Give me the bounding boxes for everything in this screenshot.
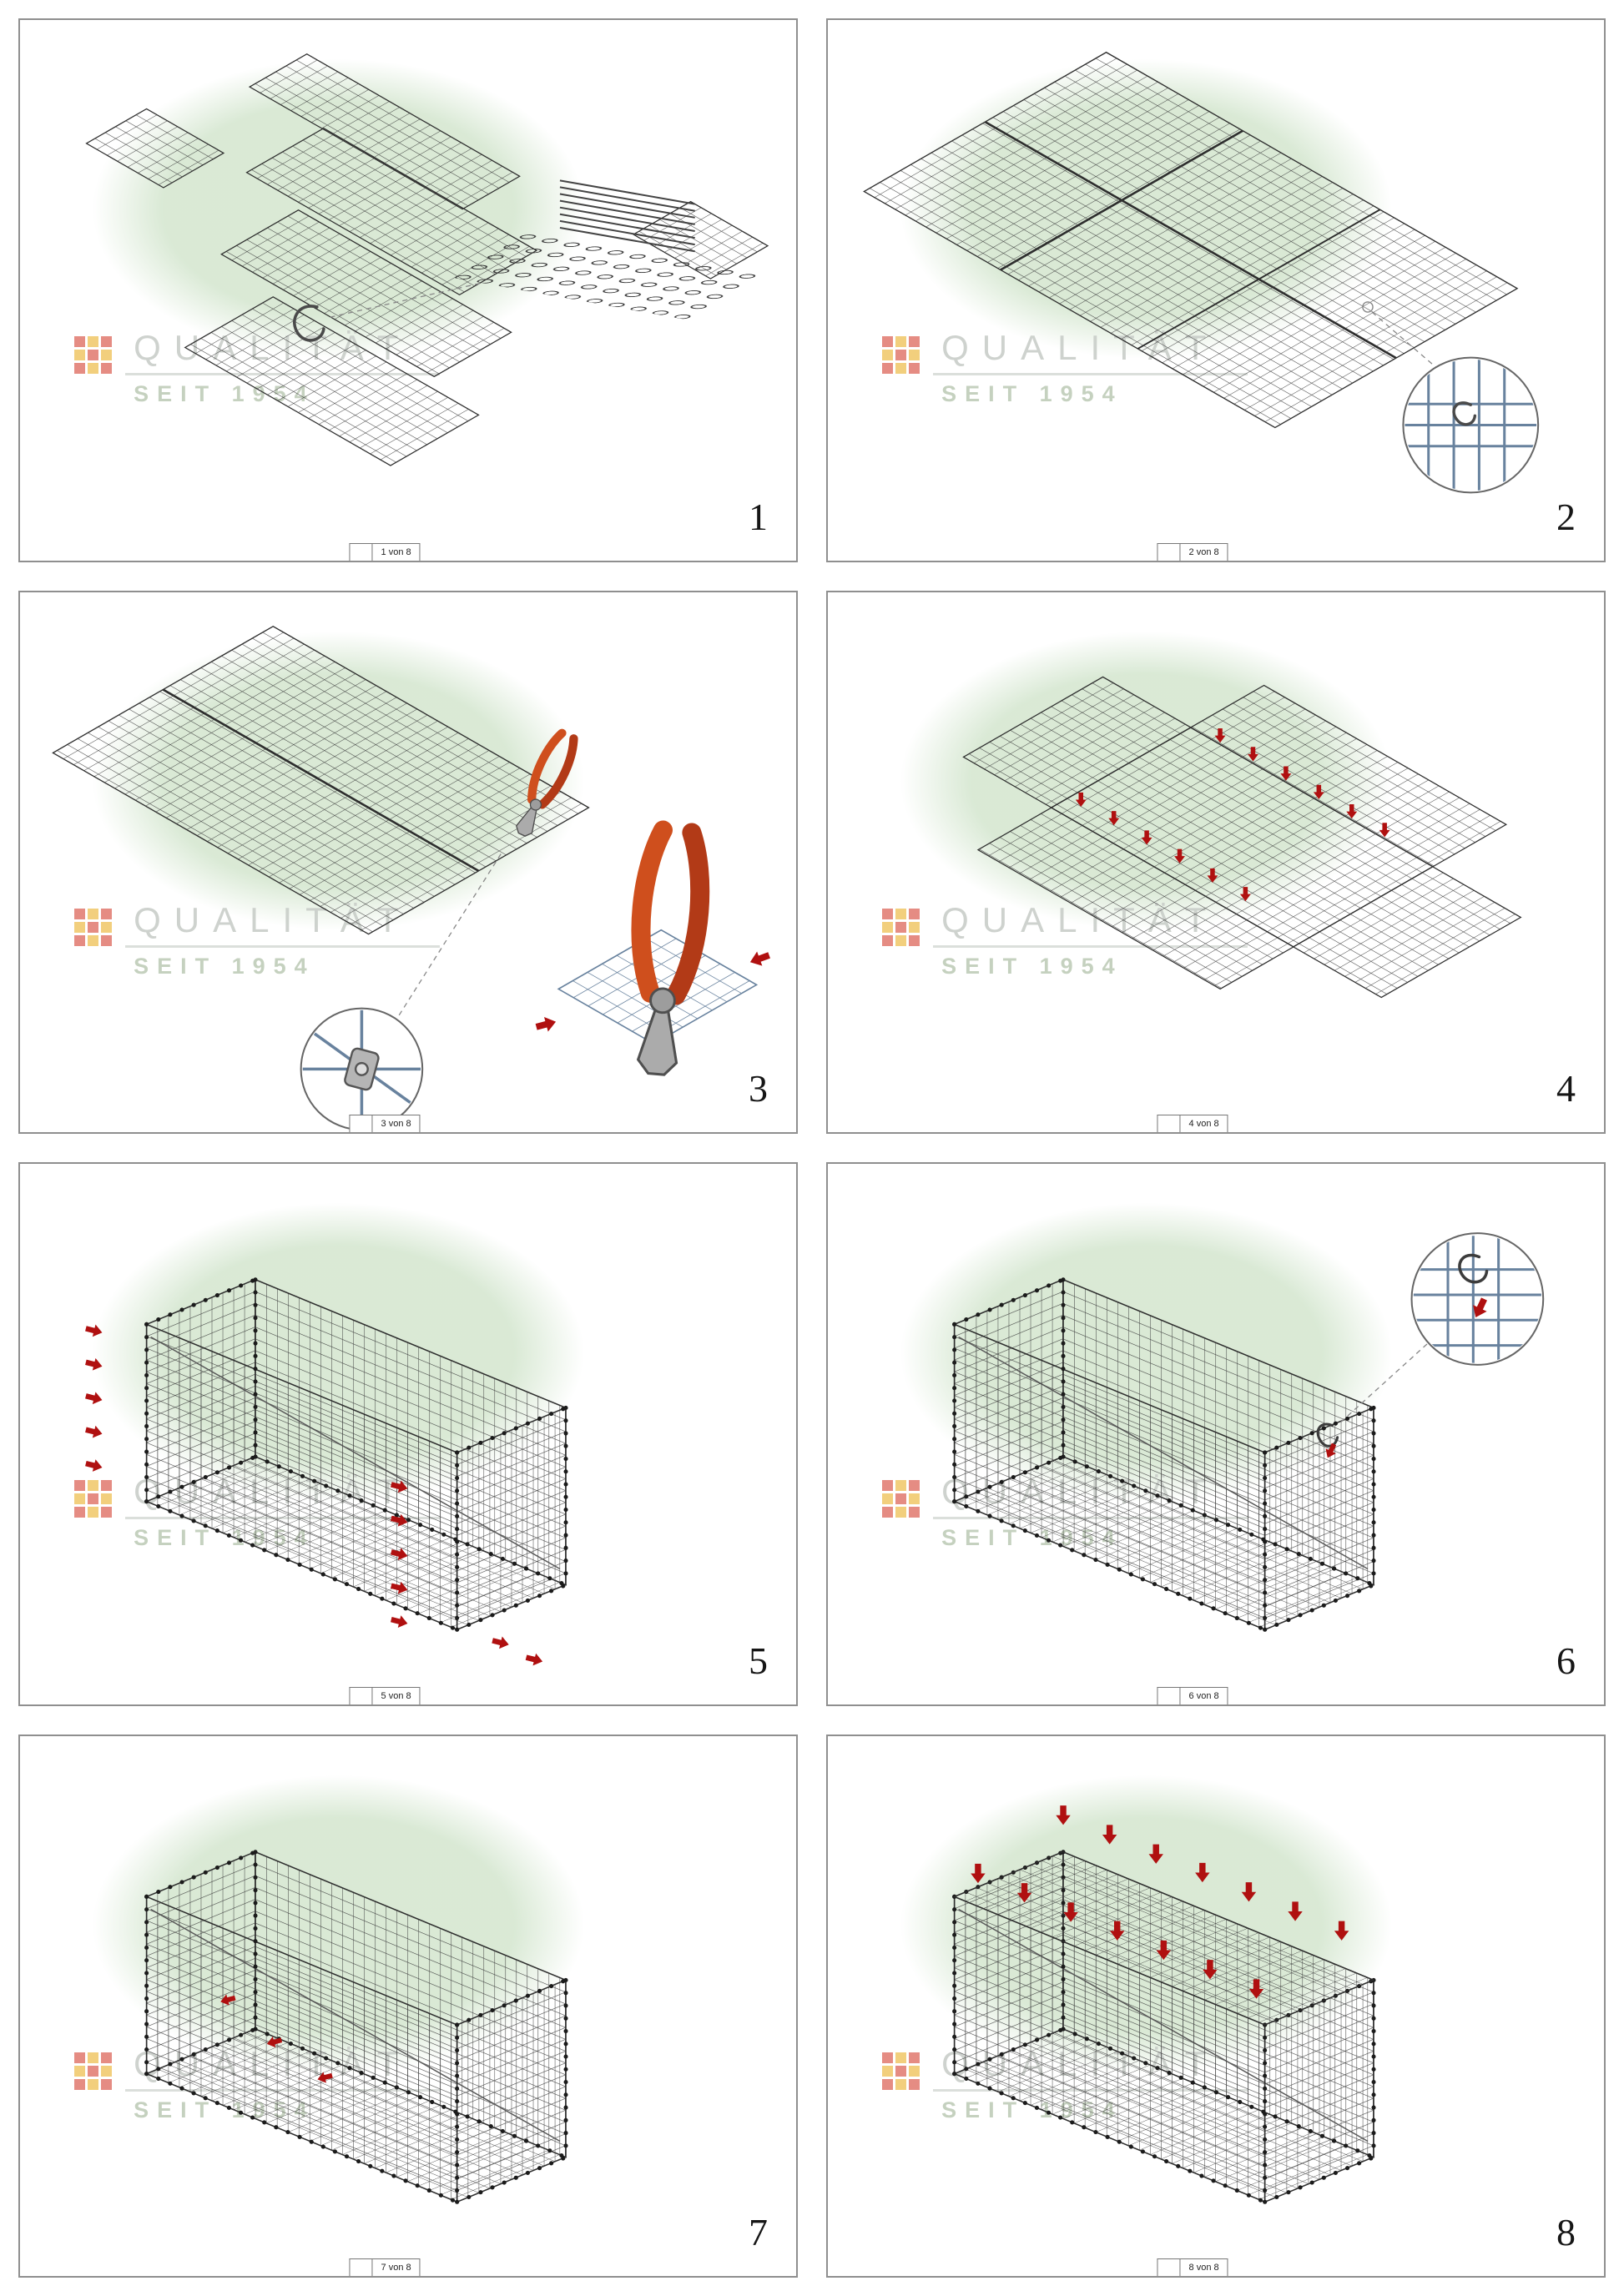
- step-panel-4: QUALITÄT SEIT 1954: [826, 590, 1606, 1134]
- page-label: 7 von 8: [381, 2263, 411, 2273]
- brand-logo-icon: [882, 1480, 920, 1518]
- flat-mesh-sheet: [863, 51, 1519, 429]
- step-3-illustration: [52, 625, 772, 1130]
- red-arrow-icon: [747, 947, 772, 969]
- sheet-number-box: 3 von 8: [349, 1115, 421, 1132]
- spiral-clips: [451, 230, 763, 320]
- gabion-basket: [147, 1851, 566, 2202]
- brand-logo-icon: [74, 908, 113, 946]
- sheet-box-field: [1158, 1687, 1181, 1704]
- step-number: 6: [1556, 1639, 1576, 1682]
- detail-source-marker: [1362, 301, 1374, 313]
- tension-rods: [559, 179, 695, 253]
- sheet-number-box: 5 von 8: [349, 1686, 421, 1704]
- flat-mesh-sheet: [52, 625, 590, 934]
- c-clip-icon: [1458, 1253, 1489, 1284]
- mesh-panel-parts: [85, 53, 769, 466]
- watermark-subtitle: SEIT 1954: [941, 953, 1123, 979]
- sheet-box-field: [1158, 1115, 1181, 1132]
- step-4-illustration: [962, 676, 1522, 998]
- step-number: 1: [749, 495, 768, 538]
- step-number: 3: [749, 1067, 768, 1110]
- brand-logo-icon: [882, 336, 920, 375]
- brand-logo-icon: [882, 908, 920, 946]
- unfolded-mesh-cross: [962, 676, 1522, 998]
- page-label: 8 von 8: [1188, 2263, 1219, 2273]
- page-label: 6 von 8: [1188, 1690, 1219, 1701]
- page-label: 3 von 8: [381, 1119, 411, 1129]
- sheet-box-field: [351, 543, 373, 561]
- leader-line: [330, 283, 481, 318]
- step-7-illustration: [20, 1736, 796, 2277]
- step-panel-6: QUALITÄT SEIT 1954 6: [826, 1162, 1606, 1706]
- page-label: 4 von 8: [1188, 1119, 1219, 1129]
- sheet-box-field: [351, 2259, 373, 2276]
- step-number: 8: [1556, 2211, 1576, 2253]
- basket-lid: [953, 1850, 1375, 2026]
- sheet-number-box: 4 von 8: [1157, 1115, 1228, 1132]
- step-1-illustration: [85, 53, 769, 466]
- page-label: 2 von 8: [1188, 546, 1219, 557]
- leader-line: [1340, 1341, 1431, 1423]
- c-clip-icon: [293, 305, 325, 342]
- sheet-number-box: 1 von 8: [349, 542, 421, 561]
- step-5-illustration: [84, 1164, 796, 1668]
- sheet-box-field: [351, 1115, 373, 1132]
- brand-logo-icon: [74, 2052, 113, 2090]
- sheet-number-box: 2 von 8: [1157, 542, 1228, 561]
- step-panel-1: QUALITÄT SEIT 1954: [18, 18, 798, 562]
- step-number: 2: [1556, 495, 1576, 538]
- sheet-number-box: 7 von 8: [349, 2258, 421, 2276]
- page-label: 5 von 8: [381, 1690, 411, 1701]
- detail-magnifier: [1402, 356, 1540, 494]
- watermark-subtitle: SEIT 1954: [134, 953, 315, 979]
- sheet-box-field: [1158, 2259, 1181, 2276]
- c-clip-icon: [1452, 401, 1477, 426]
- gabion-basket: [955, 1280, 1374, 1630]
- sheet-box-field: [1158, 543, 1181, 561]
- brand-logo-icon: [74, 336, 113, 375]
- page-label: 1 von 8: [381, 546, 411, 557]
- step-number: 4: [1556, 1067, 1576, 1110]
- step-panel-2: QUALITÄT SEIT 1954: [826, 18, 1606, 562]
- step-6-illustration: [828, 1232, 1545, 1704]
- detail-magnifier: [300, 1007, 424, 1130]
- step-2-illustration: [863, 51, 1540, 494]
- sheet-box-field: [351, 1687, 373, 1704]
- watermark-subtitle: SEIT 1954: [941, 381, 1123, 407]
- step-panel-8: QUALITÄT SEIT 1954: [826, 1734, 1606, 2278]
- c-clip-icon: [1316, 1422, 1339, 1448]
- step-panel-5: QUALITÄT SEIT 1954 5: [18, 1162, 798, 1706]
- crimping-detail: [534, 828, 772, 1076]
- step-panel-7: QUALITÄT SEIT 1954 7 7 von 8: [18, 1734, 798, 2278]
- sheet-number-box: 8 von 8: [1157, 2258, 1228, 2276]
- sheet-number-box: 6 von 8: [1157, 1686, 1228, 1704]
- step-panel-3: QUALITÄT SEIT 1954: [18, 590, 798, 1134]
- step-number: 5: [749, 1639, 768, 1682]
- red-arrow-icon: [534, 1014, 558, 1035]
- brand-logo-icon: [882, 2052, 920, 2090]
- gabion-basket: [147, 1280, 566, 1630]
- brand-logo-icon: [74, 1480, 113, 1518]
- step-number: 7: [749, 2211, 768, 2253]
- step-8-illustration: [828, 1805, 1604, 2277]
- detail-magnifier: [1410, 1232, 1545, 1366]
